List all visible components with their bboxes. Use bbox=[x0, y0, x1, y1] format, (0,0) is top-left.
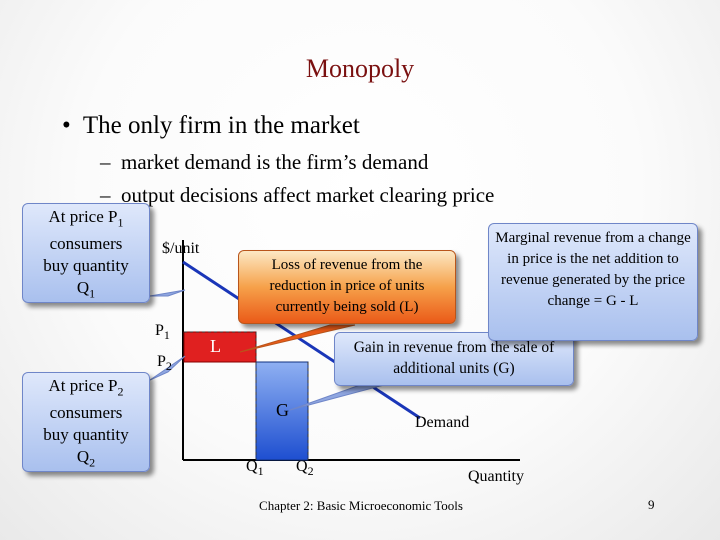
slide-title: Monopoly bbox=[305, 54, 415, 83]
y-axis-label: $/unit bbox=[162, 240, 200, 257]
callout-p2-line1: At price P2 bbox=[48, 376, 124, 399]
callout-price-p1: At price P1 consumers buy quantity Q1 bbox=[22, 203, 150, 303]
callout-gain: Gain in revenue from the sale of additio… bbox=[334, 332, 574, 386]
bullet-1: • The only firm in the market bbox=[62, 112, 360, 140]
callout-p1-line1: At price P1 bbox=[48, 207, 124, 230]
callout-p1-line2: consumers bbox=[49, 234, 123, 254]
bullet-1-text: The only firm in the market bbox=[82, 112, 360, 139]
footer-chapter: Chapter 2: Basic Microeconomic Tools bbox=[259, 498, 463, 513]
bullet-dot: • bbox=[62, 112, 71, 139]
callout-loss: Loss of revenue from the reduction in pr… bbox=[238, 250, 456, 324]
callout-marginal-revenue: Marginal revenue from a change in price … bbox=[488, 223, 698, 341]
callout-p2-pointer bbox=[149, 355, 186, 381]
p2-label: P2 bbox=[157, 353, 172, 374]
x-axis-label: Quantity bbox=[468, 468, 524, 485]
sub-bullet-2-text: output decisions affect market clearing … bbox=[121, 183, 495, 207]
page-number: 9 bbox=[648, 497, 655, 512]
callout-p2-line3: buy quantity bbox=[43, 425, 129, 445]
q1-label: Q1 bbox=[246, 458, 264, 479]
callout-p1-line3: buy quantity bbox=[43, 256, 129, 276]
loss-rectangle bbox=[183, 331, 257, 363]
q2-label: Q2 bbox=[296, 458, 314, 479]
callout-p2-line4: Q2 bbox=[76, 447, 96, 470]
demand-curve bbox=[182, 260, 421, 420]
sub-bullet-2: – output decisions affect market clearin… bbox=[100, 183, 494, 208]
callout-p1-pointer bbox=[149, 289, 186, 297]
callout-p2-line2: consumers bbox=[49, 403, 123, 423]
sub-bullet-dash: – bbox=[100, 183, 111, 207]
sub-bullet-dash: – bbox=[100, 150, 111, 174]
sub-bullet-1-text: market demand is the firm’s demand bbox=[121, 150, 429, 174]
callout-price-p2: At price P2 consumers buy quantity Q2 bbox=[22, 372, 150, 472]
demand-label: Demand bbox=[415, 414, 470, 431]
callout-p1-line4: Q1 bbox=[76, 278, 96, 301]
p1-label: P1 bbox=[155, 322, 170, 343]
sub-bullet-1: – market demand is the firm’s demand bbox=[100, 150, 428, 175]
g-label: G bbox=[276, 400, 289, 420]
callout-loss-pointer bbox=[239, 324, 356, 353]
l-label: L bbox=[210, 336, 221, 356]
